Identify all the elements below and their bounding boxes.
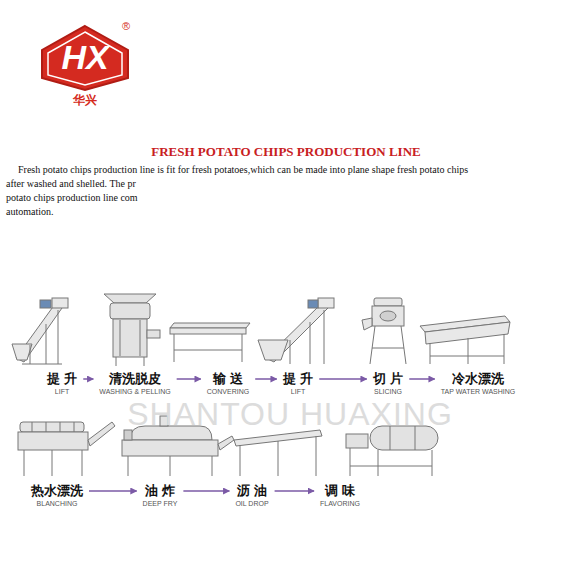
- step-name-chinese: 输 送: [207, 371, 249, 387]
- step-name-chinese: 提 升: [47, 371, 78, 387]
- step-name-english: SLICING: [373, 387, 404, 396]
- flavoring-drum: [346, 426, 438, 476]
- process-step: 提 升LIFT: [280, 370, 317, 397]
- process-step: 清洗脱皮WASHING & PELLING: [96, 370, 173, 397]
- step-name-english: FLAVORING: [320, 499, 360, 508]
- description: Fresh potato chips production line is fi…: [18, 164, 468, 175]
- watermark: SHANTOU HUAXING: [127, 396, 453, 433]
- registered-mark: ®: [122, 20, 130, 32]
- step-name-english: OIL DROP: [235, 499, 268, 508]
- process-step: 冷水漂洗TAP WATER WASHING: [438, 370, 519, 397]
- step-name-chinese: 沥 油: [235, 483, 268, 499]
- description: automation.: [6, 206, 54, 217]
- step-name-english: WASHING & PELLING: [99, 387, 170, 396]
- flow-arrow: [255, 378, 277, 380]
- step-name-english: LIFT: [47, 387, 78, 396]
- step-name-english: CONVERING: [207, 387, 249, 396]
- lift-machine: [12, 298, 68, 364]
- step-name-chinese: 冷水漂洗: [441, 371, 516, 387]
- process-step: 调 味FLAVORING: [317, 482, 363, 509]
- conveyor-machine: [170, 323, 250, 362]
- lift-machine: [258, 298, 334, 364]
- flow-arrow: [409, 378, 434, 380]
- description: after washed and shelled. The pr: [6, 178, 136, 189]
- process-step: 油 炸DEEP FRY: [140, 482, 181, 509]
- flow-arrow: [183, 490, 229, 492]
- logo-shape: [42, 26, 128, 90]
- washing-trough: [420, 316, 510, 364]
- process-step: 沥 油OIL DROP: [232, 482, 271, 509]
- process-step: 热水漂洗BLANCHING: [28, 482, 86, 509]
- process-step: 输 送CONVERING: [204, 370, 252, 397]
- flow-arrow: [89, 490, 137, 492]
- blanching-machine: [18, 422, 115, 476]
- step-name-english: LIFT: [283, 387, 314, 396]
- description: potato chips production line com: [6, 192, 138, 203]
- step-name-english: BLANCHING: [31, 499, 83, 508]
- process-step: 提 升LIFT: [44, 370, 81, 397]
- step-name-english: DEEP FRY: [143, 499, 178, 508]
- step-name-chinese: 提 升: [283, 371, 314, 387]
- step-name-english: TAP WATER WASHING: [441, 387, 516, 396]
- step-name-chinese: 热水漂洗: [31, 483, 83, 499]
- flow-arrow: [177, 378, 201, 380]
- logo-chinese: 华兴: [73, 92, 97, 109]
- flow-arrow: [319, 378, 366, 380]
- logo-text: HX: [61, 38, 108, 77]
- process-step: 切 片SLICING: [370, 370, 407, 397]
- oil-drop-conveyor: [234, 430, 322, 476]
- flow-arrow: [275, 490, 314, 492]
- step-name-chinese: 清洗脱皮: [99, 371, 170, 387]
- slicer-machine: [362, 298, 406, 364]
- washing-peeling-machine: [104, 294, 160, 366]
- step-name-chinese: 调 味: [320, 483, 360, 499]
- flow-arrow: [83, 378, 93, 380]
- step-name-chinese: 油 炸: [143, 483, 178, 499]
- step-name-chinese: 切 片: [373, 371, 404, 387]
- title: FRESH POTATO CHIPS PRODUCTION LINE: [151, 144, 420, 160]
